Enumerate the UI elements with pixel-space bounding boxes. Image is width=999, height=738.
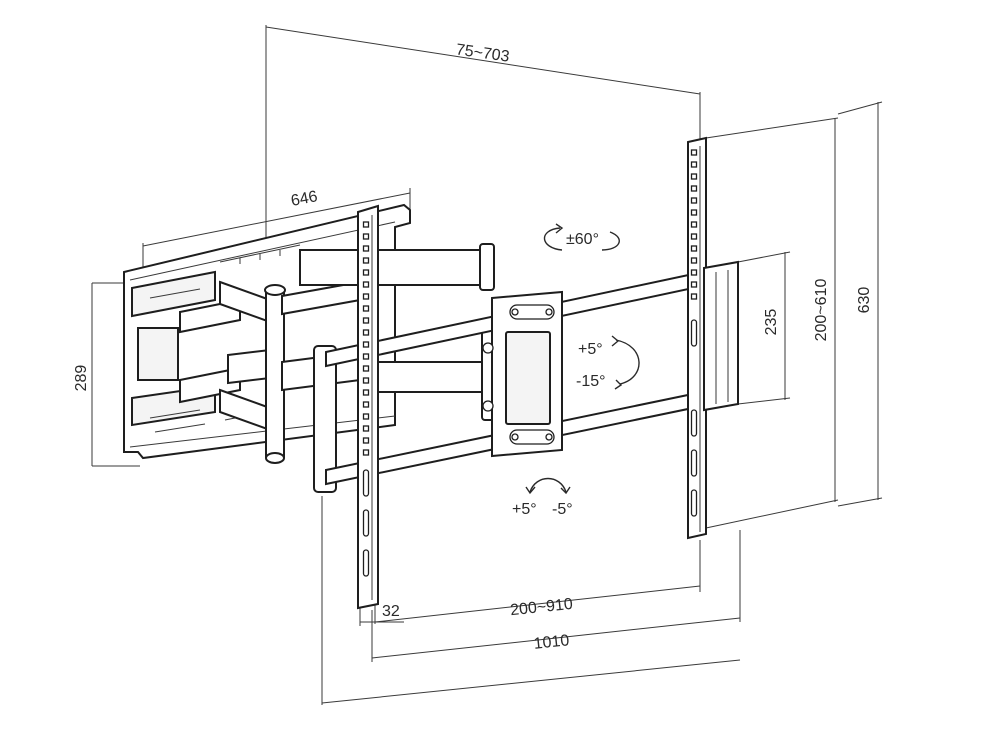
left-rail-hole [362, 317, 370, 324]
swivel-label: ±60° [566, 231, 599, 248]
right-rail-hole [690, 149, 698, 156]
left-rail-hole [362, 437, 370, 444]
right-rail-hole [690, 293, 698, 300]
left-rail-hole [362, 221, 370, 228]
right-rail-hole [690, 281, 698, 288]
level-minus-label: -5° [552, 501, 573, 518]
dimension-labels: 75~703 646 289 32 200~910 1010 235 200~6… [73, 41, 873, 652]
left-rail-slot [362, 509, 370, 537]
left-rail-hole [362, 245, 370, 252]
left-rail-hole [362, 353, 370, 360]
left-rail-hole [362, 377, 370, 384]
left-rail-hole [362, 401, 370, 408]
total-width-label: 1010 [533, 632, 570, 653]
right-rail-slot [690, 409, 698, 437]
right-rail-hole [690, 161, 698, 168]
motion-labels: ±60° +5° -15° +5° -5° [512, 231, 606, 518]
left-rail-hole [362, 389, 370, 396]
level-arrow-icon [525, 477, 571, 495]
right-rail-hole [690, 233, 698, 240]
left-rail-hole [362, 341, 370, 348]
right-rail-slot [690, 449, 698, 477]
left-rail-slot [362, 549, 370, 577]
swing-arms [179, 243, 497, 493]
left-rail-hole [362, 305, 370, 312]
left-rail-hole [362, 449, 370, 456]
left-vertical-rail [357, 204, 379, 610]
vesa-horizontal-label: 200~910 [509, 596, 573, 619]
left-rail-hole [362, 329, 370, 336]
right-rail-hole [690, 221, 698, 228]
left-rail-hole [362, 269, 370, 276]
right-rail-hole [690, 173, 698, 180]
depth-range-label: 75~703 [455, 41, 511, 65]
wall-plate-height-label: 289 [73, 365, 90, 392]
left-rail-hole [362, 281, 370, 288]
center-tilt-plate [482, 290, 563, 458]
rail-length-label: 630 [856, 287, 873, 314]
left-rail-hole [362, 413, 370, 420]
tilt-up-label: +5° [578, 341, 603, 358]
right-rail-hole [690, 257, 698, 264]
right-rail-slot [690, 319, 698, 347]
right-rail-hole [690, 269, 698, 276]
dimension-lines [91, 25, 883, 705]
right-rail-hole [690, 209, 698, 216]
tilt-arrow-icon [611, 335, 640, 390]
left-rail-hole [362, 425, 370, 432]
arm-width-label: 646 [290, 188, 320, 210]
right-rail-hole [690, 245, 698, 252]
right-rail-slot [690, 489, 698, 517]
right-rail-hole [690, 197, 698, 204]
right-rail-hole [690, 185, 698, 192]
left-rail-hole [362, 293, 370, 300]
level-plus-label: +5° [512, 501, 537, 518]
left-rail-hole [362, 365, 370, 372]
left-rail-hole [362, 257, 370, 264]
rail-offset-label: 32 [382, 603, 400, 620]
right-vertical-rail [687, 136, 739, 540]
swivel-arrow-icon [543, 223, 620, 251]
left-rail-hole [362, 233, 370, 240]
tilt-down-label: -15° [576, 373, 606, 390]
vesa-vertical-label: 200~610 [813, 279, 830, 342]
left-rail-slot [362, 469, 370, 497]
rail-spacing-label: 235 [763, 309, 780, 336]
